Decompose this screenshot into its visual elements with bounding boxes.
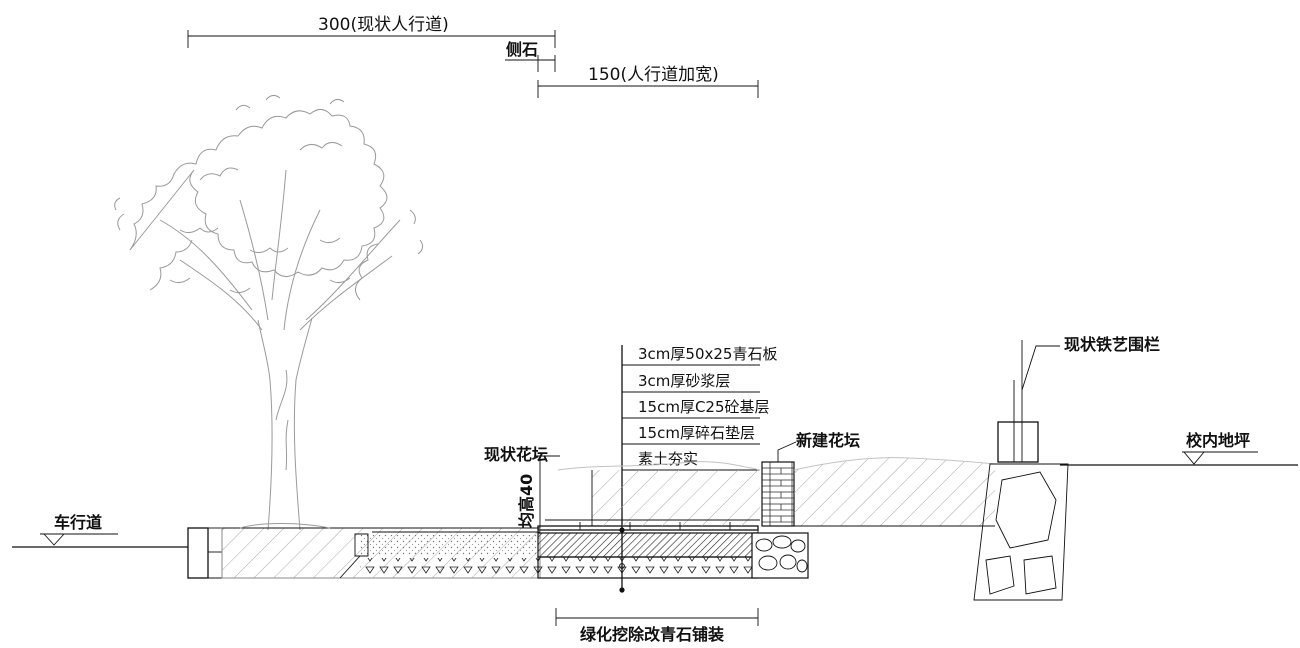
new-planter: 新建花坛	[751, 431, 860, 579]
layer-label-2: 3cm厚砂浆层	[638, 372, 730, 390]
layer-callout-table: 3cm厚50x25青石板 3cm厚砂浆层 15cm厚C25砼基层 15cm厚碎石…	[622, 345, 777, 471]
layer-label-1: 3cm厚50x25青石板	[638, 345, 777, 363]
existing-fence-label: 现状铁艺围栏	[1064, 335, 1160, 354]
new-planter-label: 新建花坛	[796, 431, 860, 450]
tree-illustration	[114, 94, 424, 531]
layer-label-5: 素土夯实	[638, 450, 698, 468]
ground-lines	[12, 464, 1298, 548]
existing-fence: 现状铁艺围栏	[973, 335, 1160, 601]
existing-planter-label: 现状花坛	[484, 445, 548, 464]
dimension-label-150: 150(人行道加宽)	[588, 65, 719, 85]
dimension-curb: 侧石	[505, 40, 556, 72]
bottom-note-label: 绿化挖除改青石铺装	[580, 625, 724, 644]
dimension-label-curb: 侧石	[506, 40, 538, 59]
carriageway-marker: 车行道	[40, 513, 118, 546]
campus-ground-marker: 校内地坪	[1182, 431, 1258, 465]
campus-ground-label: 校内地坪	[1186, 431, 1250, 450]
carriageway-label: 车行道	[54, 513, 102, 532]
campus-green-belt	[793, 457, 996, 527]
bottom-dimension: 绿化挖除改青石铺装	[555, 608, 759, 644]
planter-height-label: 均高40	[517, 474, 536, 528]
existing-planter: 现状花坛 均高40	[484, 445, 761, 528]
existing-sidewalk-section	[187, 523, 541, 579]
layer-label-3: 15cm厚C25砼基层	[638, 398, 770, 416]
dimension-existing-sidewalk: 300(现状人行道)	[187, 15, 556, 48]
dimension-widening: 150(人行道加宽)	[537, 65, 759, 98]
dimension-label-300: 300(现状人行道)	[318, 15, 449, 35]
new-paving-section	[537, 345, 759, 593]
layer-label-4: 15cm厚碎石垫层	[638, 424, 755, 442]
